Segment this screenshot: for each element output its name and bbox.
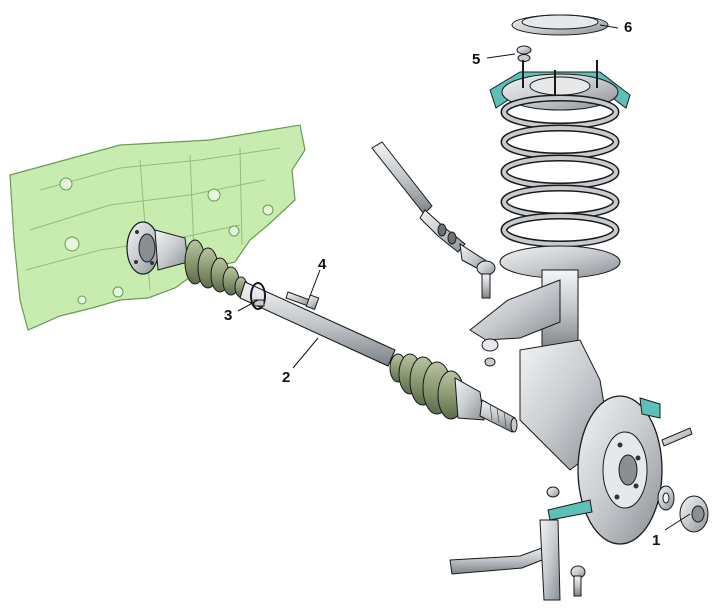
callout-6: 6 [624, 19, 632, 36]
drive-shaft [239, 281, 396, 367]
gearbox-housing [9, 124, 306, 331]
callout-labels: 1 2 3 4 5 6 [224, 19, 660, 549]
stabilizer-link [449, 519, 586, 601]
clamp-bolt [285, 291, 320, 310]
outer-cv-boot [389, 353, 465, 420]
shaft-clamp [250, 282, 266, 310]
callout-3: 3 [224, 307, 232, 324]
callout-2: 2 [282, 369, 290, 386]
leader-lines [237, 24, 691, 531]
callout-5: 5 [472, 51, 480, 68]
inner-cv-boot [184, 239, 248, 298]
callout-1: 1 [652, 532, 660, 549]
brake-disc-hub [546, 395, 693, 545]
callout-4: 4 [318, 256, 327, 273]
outer-cv-joint [454, 377, 518, 433]
hub-nut-and-washer [657, 485, 709, 533]
tie-rod [371, 141, 496, 299]
inner-cv-flange [126, 221, 189, 275]
